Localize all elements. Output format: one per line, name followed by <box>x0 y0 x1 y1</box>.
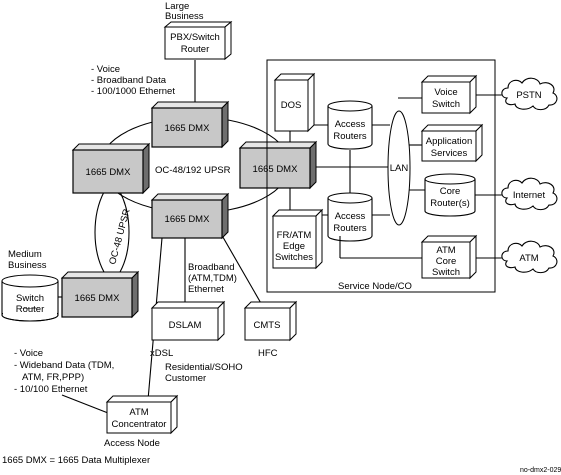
dmx-top-label: 1665 DMX <box>165 123 211 134</box>
pbx-switch-router: PBX/Switch Router <box>163 20 233 61</box>
access-routers-top-label-2: Routers <box>333 131 367 142</box>
core-router-label-1: Core <box>440 186 461 197</box>
broadband-label-3: Ethernet <box>188 284 224 295</box>
access-node-label: Access Node <box>104 438 160 449</box>
fr-atm-label-1: FR/ATM <box>277 230 312 241</box>
services-bottom-2: - Wideband Data (TDM, <box>14 360 114 371</box>
services-top-3: - 100/1000 Ethernet <box>91 86 175 97</box>
fr-atm-label-2: Edge <box>283 241 305 252</box>
ring-main-label: OC-48/192 UPSR <box>155 165 231 176</box>
access-routers-bottom: Access Routers <box>327 192 373 242</box>
access-routers-bottom-label-1: Access <box>335 211 366 222</box>
fr-atm-label-3: Switches <box>275 252 313 263</box>
xdsl-label: xDSL <box>150 348 173 359</box>
atm-concentrator-label-2: Concentrator <box>112 419 167 430</box>
pstn-label: PSTN <box>516 90 541 101</box>
atm-core-switch-box: ATM Core Switch <box>420 234 478 280</box>
services-top-1: - Voice <box>91 64 120 75</box>
large-business-label-1: Large <box>165 1 189 12</box>
figure-id: no-dmx2-029 <box>520 467 561 474</box>
dmx-medium-label: 1665 DMX <box>75 293 121 304</box>
atm-core-label-3: Switch <box>432 267 460 278</box>
dmx-left: 1665 DMX <box>71 142 151 195</box>
internet-label: Internet <box>513 190 546 201</box>
dmx-right: 1665 DMX <box>238 140 318 190</box>
pstn-cloud: PSTN <box>501 77 558 111</box>
access-routers-top: Access Routers <box>327 100 373 150</box>
dslam-label: DSLAM <box>169 320 202 331</box>
dos-box: DOS <box>273 72 316 133</box>
app-services-label-2: Services <box>431 148 468 159</box>
dmx-medium: 1665 DMX <box>60 270 140 319</box>
lan-ellipse: LAN <box>387 110 411 226</box>
medium-business-label-1: Medium <box>8 249 42 260</box>
ring-oc48-left <box>94 191 105 273</box>
broadband-label-1: Broadband <box>188 262 234 273</box>
ring-oc48-right <box>119 191 130 273</box>
atm-concentrator-box: ATM Concentrator <box>105 394 179 435</box>
access-routers-top-label-1: Access <box>335 119 366 130</box>
cmts-box: CMTS <box>243 300 298 342</box>
switch-router-label-1: Switch <box>16 293 44 304</box>
atm-cloud: ATM <box>501 240 558 274</box>
services-bottom-4: - 10/100 Ethernet <box>14 384 88 395</box>
residential-label-2: Customer <box>165 373 206 384</box>
dmx-top: 1665 DMX <box>150 100 230 149</box>
hfc-label: HFC <box>258 348 278 359</box>
dmx-left-label: 1665 DMX <box>86 167 132 178</box>
link-dmx-cmts <box>219 231 263 306</box>
atm-cloud-label: ATM <box>519 253 538 264</box>
pbx-label-1: PBX/Switch <box>170 32 220 43</box>
lan-label: LAN <box>390 163 409 174</box>
services-bottom-3: ATM, FR,PPP) <box>22 372 84 383</box>
legend-text: 1665 DMX = 1665 Data Multiplexer <box>2 455 150 466</box>
atm-concentrator-label-1: ATM <box>129 407 148 418</box>
service-node-caption: Service Node/CO <box>338 281 412 292</box>
application-services-box: Application Services <box>420 123 484 163</box>
internet-cloud: Internet <box>501 177 558 211</box>
link-services-atm <box>61 394 109 414</box>
residential-label-1: Residential/SOHO <box>165 362 243 373</box>
dos-label: DOS <box>281 100 302 111</box>
core-router-label-2: Router(s) <box>430 198 470 209</box>
voice-switch-label-2: Switch <box>432 99 460 110</box>
medium-business-label-2: Business <box>8 260 47 271</box>
atm-core-label-2: Core <box>436 256 457 267</box>
switch-router-cylinder: Switch Router <box>1 274 59 322</box>
broadband-label-2: (ATM,TDM) <box>188 273 237 284</box>
fr-atm-edge-switches: FR/ATM Edge Switches <box>271 208 324 270</box>
voice-switch-box: Voice Switch <box>420 74 478 115</box>
dmx-right-label: 1665 DMX <box>253 164 299 175</box>
voice-switch-label-1: Voice <box>434 87 457 98</box>
app-services-label-1: Application <box>426 136 472 147</box>
large-business-label-2: Business <box>165 11 204 22</box>
dslam-box: DSLAM <box>150 300 226 342</box>
access-routers-bottom-label-2: Routers <box>333 223 367 234</box>
core-router-cylinder: Core Router(s) <box>424 173 476 217</box>
atm-core-label-1: ATM <box>436 245 455 256</box>
dmx-bottom: 1665 DMX <box>150 192 230 240</box>
services-bottom-1: - Voice <box>14 348 43 359</box>
cmts-label: CMTS <box>254 320 281 331</box>
services-top-2: - Broadband Data <box>91 75 167 86</box>
service-node-frame <box>266 59 496 293</box>
pbx-label-2: Router <box>181 44 210 55</box>
switch-router-label-2: Router <box>16 304 45 315</box>
dmx-bottom-label: 1665 DMX <box>165 214 211 225</box>
